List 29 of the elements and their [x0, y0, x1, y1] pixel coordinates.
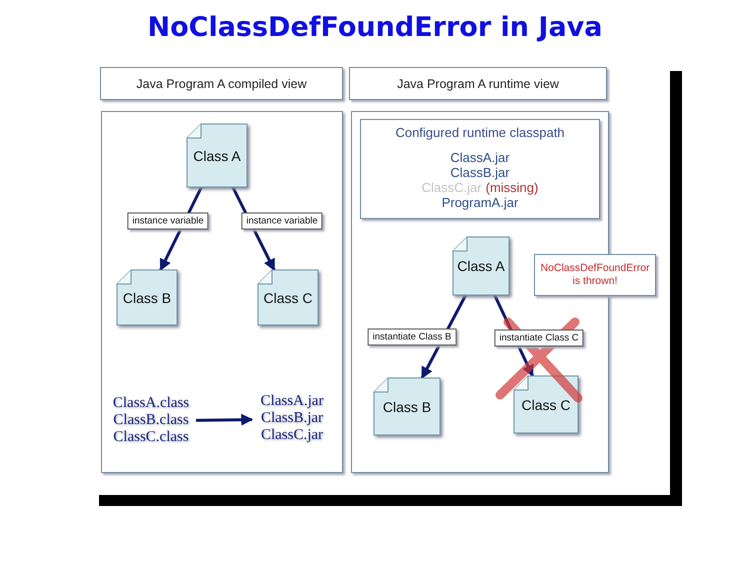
jar-name: ClassC.jar	[422, 180, 482, 195]
jar-name: ProgramA.jar	[442, 195, 518, 210]
panel-box	[101, 111, 343, 473]
class-document: Class A	[453, 237, 509, 295]
class-document: Class B	[117, 270, 177, 325]
file-name: ClassA.jar	[260, 393, 324, 410]
edge-label: instance variable	[127, 212, 209, 230]
class-document: Class A	[187, 124, 247, 187]
arrow	[196, 414, 254, 426]
header-box: Java Program A compiled view	[100, 67, 343, 100]
class-document: Class C	[514, 376, 578, 433]
edge-label: instance variable	[241, 212, 323, 230]
classpath-box	[360, 119, 600, 219]
file-name: ClassC.class	[113, 429, 189, 446]
jar-name: ClassA.jar	[450, 150, 510, 165]
diagram-title: NoClassDefFoundError in Java	[146, 12, 604, 43]
file-name: ClassB.jar	[260, 410, 324, 427]
class-document: Class B	[374, 378, 440, 435]
file-name: ClassB.class	[113, 412, 189, 429]
jar-name: (missing)	[486, 180, 538, 195]
edge-label: instantiate Class B	[368, 328, 456, 346]
jar-name: ClassB.jar	[450, 165, 510, 180]
classpath-heading: Configured runtime classpath	[395, 125, 565, 140]
header-box: Java Program A runtime view	[349, 67, 607, 100]
error-note: NoClassDefFoundError is thrown!	[534, 254, 656, 296]
file-name: ClassA.class	[112, 395, 190, 412]
edge-label: instantiate Class C	[494, 330, 584, 346]
file-name: ClassC.jar	[260, 427, 324, 444]
class-document: Class C	[258, 270, 318, 325]
